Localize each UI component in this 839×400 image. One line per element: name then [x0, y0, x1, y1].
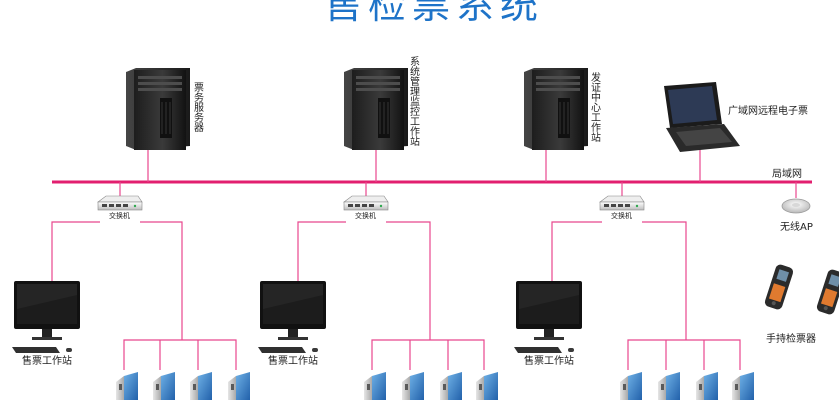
mgmt-server — [343, 67, 409, 182]
mgmt-station-label: 系统管理监控工作站 — [408, 56, 420, 147]
gate-icon — [153, 372, 175, 400]
gate-icon — [190, 372, 212, 400]
laptop-icon — [664, 82, 740, 182]
branch-middle: 交换机 — [297, 182, 485, 370]
switch-2-label: 交换机 — [355, 211, 376, 220]
sale-station-3-icon — [514, 281, 582, 353]
sale-station-2-icon — [258, 281, 326, 353]
wireless-ap-icon — [781, 182, 811, 214]
sale-station-3-label: 售票工作站 — [524, 354, 574, 367]
issue-center-label: 发证中心工作站 — [589, 71, 601, 143]
handheld-label: 手持检票器 — [766, 332, 816, 345]
handheld-icon — [763, 263, 795, 311]
gate-icon — [228, 372, 250, 400]
ticket-server — [125, 67, 191, 182]
gate-icon — [696, 372, 718, 400]
wireless-ap-label: 无线AP — [780, 220, 813, 233]
gate-icon — [440, 372, 462, 400]
gate-icon — [658, 372, 680, 400]
gate-icon — [732, 372, 754, 400]
sale-station-2-label: 售票工作站 — [268, 354, 318, 367]
gate-icon — [476, 372, 498, 400]
switch-3-label: 交换机 — [611, 211, 632, 220]
issue-server — [523, 67, 589, 182]
gate-icon — [620, 372, 642, 400]
branch-right: 交换机 — [551, 182, 741, 370]
lan-label: 局域网 — [772, 167, 802, 180]
wan-ticket-label: 广域网远程电子票 — [728, 104, 808, 117]
diagram-title: 售检票系统 — [324, 0, 544, 27]
gate-icon — [116, 372, 138, 400]
branch-left: 交换机 — [51, 182, 237, 370]
ticket-server-label: 票务服务器 — [192, 82, 204, 133]
gate-icon — [402, 372, 424, 400]
switch-1-label: 交换机 — [109, 211, 130, 220]
sale-station-1-icon — [12, 281, 80, 353]
handheld-icon — [815, 268, 839, 316]
gate-icon — [364, 372, 386, 400]
sale-station-1-label: 售票工作站 — [22, 354, 72, 367]
